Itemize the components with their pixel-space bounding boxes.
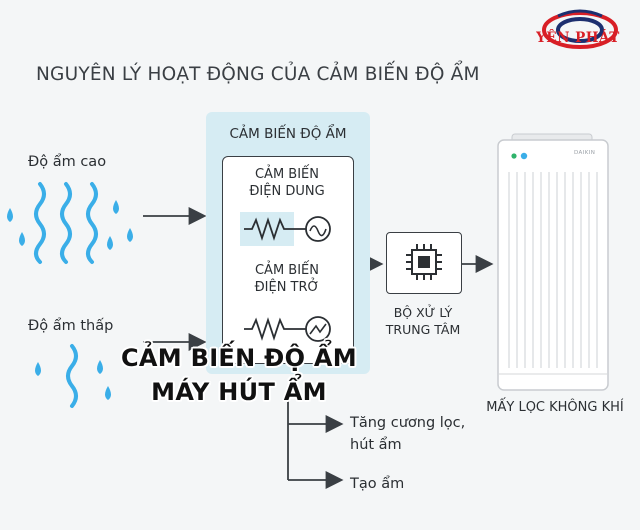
page-title: NGUYÊN LÝ HOẠT ĐỘNG CỦA CẢM BIẾN ĐỘ ẨM (36, 64, 480, 85)
overlay-title-line1: CẢM BIẾN ĐỘ ẨM (120, 344, 357, 372)
purifier-label: MẤY LỌC KHÔNG KHÍ (486, 400, 624, 415)
sensor-heading: CẢM BIẾN ĐỘ ẨM (229, 126, 347, 142)
capacitive-sensor-label: CẢM BIẾN ĐIỆN DUNG (249, 167, 325, 199)
output-humidify-label: Tạo ẩm (350, 476, 405, 492)
resistive-circuit-icon (244, 316, 331, 342)
low-humidity-water-icon (35, 344, 111, 408)
logo-text: YÊN PHÁT (536, 30, 620, 46)
cpu-chip-icon (406, 244, 442, 280)
output-filter-label: Tăng cương lọc, hút ẩm (350, 415, 466, 453)
low-humidity-label: Độ ẩm thấp (28, 318, 114, 334)
resistive-sensor-label: CẢM BIẾN ĐIỆN TRỞ (254, 263, 320, 295)
overlay-title-line2: MÁY HÚT ẨM (151, 378, 327, 406)
air-purifier-icon (497, 133, 609, 391)
logo (528, 8, 632, 54)
capacitive-circuit-icon (240, 212, 331, 246)
high-humidity-water-icon (7, 182, 133, 264)
cpu-label: BỘ XỬ LÝ TRUNG TÂM (385, 305, 461, 337)
logo-emblem-icon (542, 9, 618, 49)
purifier-brand: DAIKIN (574, 150, 596, 156)
high-humidity-label: Độ ẩm cao (28, 154, 107, 170)
